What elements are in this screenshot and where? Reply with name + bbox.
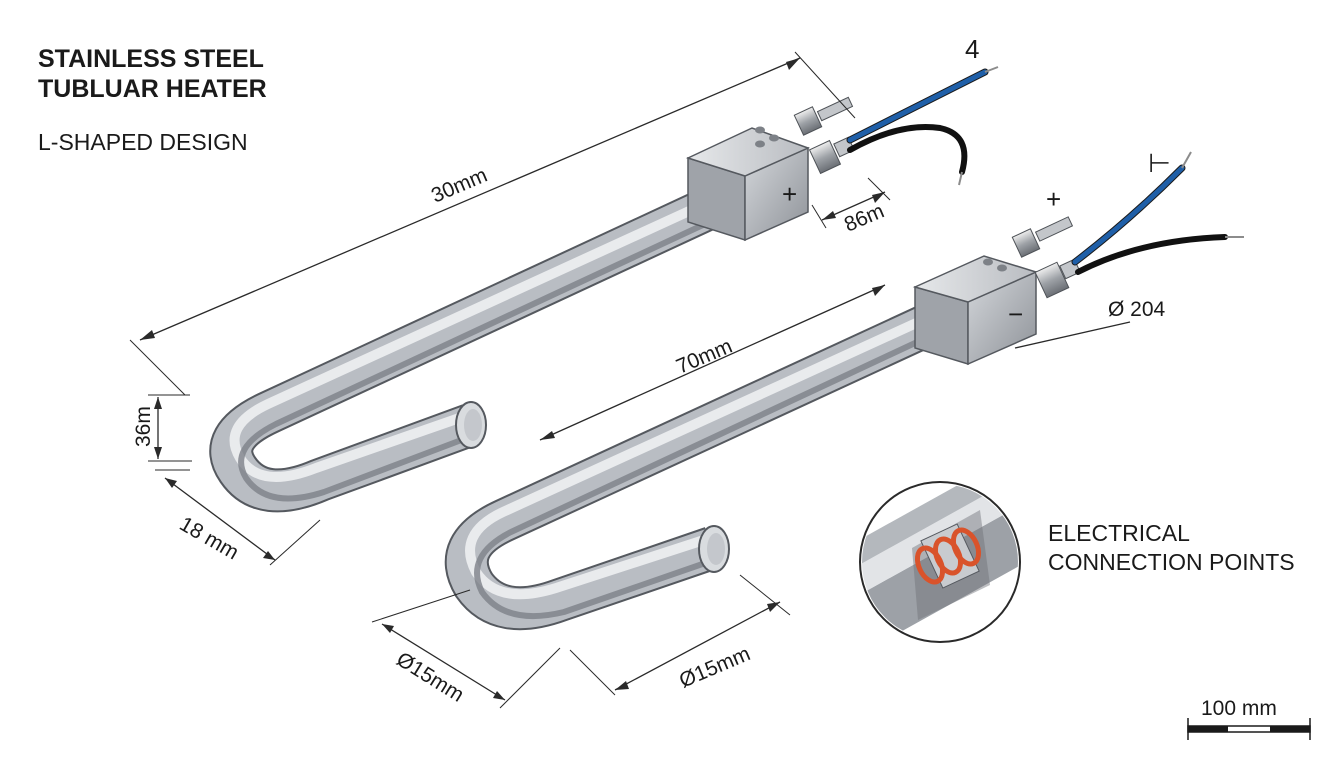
heater-2-stud-upper — [1011, 216, 1074, 258]
detail-inset — [859, 481, 1021, 643]
heater-1-stud-upper — [793, 96, 854, 136]
heater-2-terminal-block — [912, 255, 1039, 366]
dim-heater-1-terminal: 86m — [841, 199, 888, 236]
dim-heater-2-length: 70mm — [673, 335, 736, 379]
detail-label-line-1: ELECTRICAL — [1048, 520, 1190, 546]
dim-heater-2-diameter-right: Ø15mm — [676, 642, 754, 692]
heater-2 — [444, 151, 1244, 631]
dim-heater-1-bend-height: 36m — [132, 406, 155, 447]
heater-2-wire-label: ⊢ — [1148, 148, 1171, 178]
dim-heater-2-diameter-left: Ø15mm — [392, 648, 468, 707]
heater-1-stud-lower — [808, 136, 855, 175]
heater-1-polarity: + — [782, 179, 797, 209]
heater-1-wire-label: 4 — [965, 34, 979, 64]
title-line-1: STAINLESS STEEL — [38, 45, 264, 73]
heater-2-stud-polarity: + — [1046, 184, 1061, 214]
scale-bar — [1187, 718, 1311, 740]
subtitle: L-SHAPED DESIGN — [38, 129, 248, 155]
heating-coil — [914, 527, 982, 585]
dim-heater-1-length: 30mm — [428, 164, 491, 208]
heater-1-terminal-block — [685, 126, 811, 242]
detail-label-line-2: CONNECTION POINTS — [1048, 549, 1295, 575]
heater-2-wire-black — [1075, 234, 1228, 275]
dim-heater-2-cable-diameter: Ø 204 — [1108, 298, 1166, 321]
dimension-lines — [129, 51, 1131, 709]
scale-bar-label: 100 mm — [1201, 697, 1277, 720]
text-layer: STAINLESS STEEL TUBLUAR HEATER L-SHAPED … — [38, 34, 1295, 720]
title-line-2: TUBLUAR HEATER — [38, 75, 267, 103]
heater-1-wire-black — [847, 123, 968, 175]
dim-heater-1-bend-width: 18 mm — [176, 512, 243, 564]
heater-2-block-polarity: − — [1008, 299, 1023, 329]
heater-1 — [209, 66, 999, 513]
